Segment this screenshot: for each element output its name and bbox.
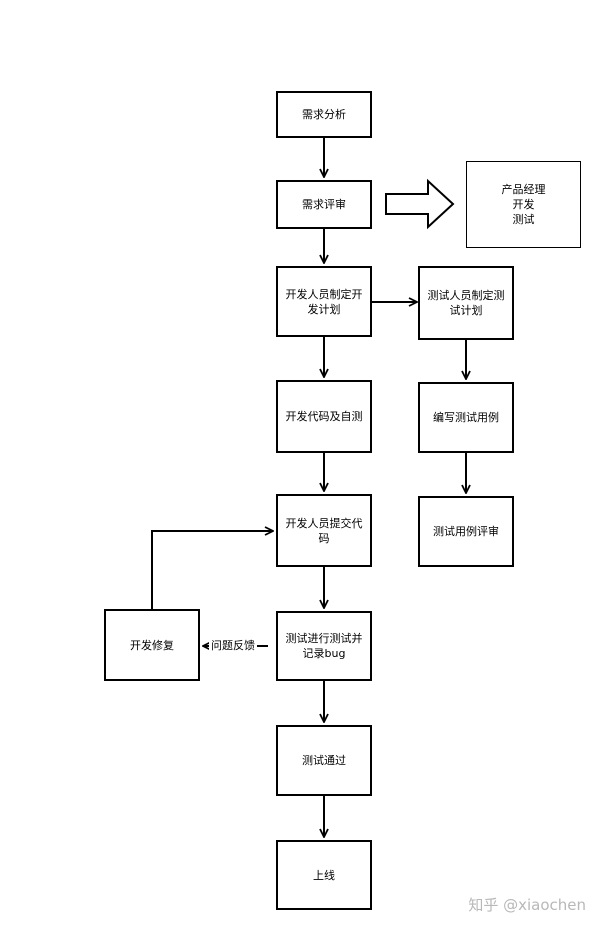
node-roles-line-2: 开发 <box>512 198 535 211</box>
node-dev-fix-label: 开发修复 <box>130 638 174 652</box>
node-dev-code-label: 开发代码及自测 <box>285 410 363 423</box>
node-go-live: 上线 <box>276 840 372 910</box>
node-go-live-label: 上线 <box>313 868 335 882</box>
node-submit-code-label: 开发人员提交代码 <box>285 516 363 545</box>
node-test-record-label: 测试进行测试并记录bug <box>285 632 363 660</box>
node-roles-line-3: 测试 <box>512 213 535 226</box>
node-roles-line-1: 产品经理 <box>501 183 546 196</box>
node-write-cases-label: 编写测试用例 <box>433 411 499 424</box>
node-test-plan-label: 测试人员制定测试计划 <box>427 289 505 317</box>
feedback-edge-label: 问题反馈 <box>209 639 257 653</box>
node-test-pass-label: 测试通过 <box>302 754 346 767</box>
node-requirement-analysis: 需求分析 <box>276 91 372 138</box>
node-test-plan: 测试人员制定测试计划 <box>418 266 514 340</box>
node-dev-code: 开发代码及自测 <box>276 380 372 453</box>
feedback-edge-label-text: 问题反馈 <box>211 639 255 652</box>
arrow-fix-to-submit <box>151 531 273 609</box>
node-requirement-review: 需求评审 <box>276 180 372 229</box>
node-roles: 产品经理 开发 测试 <box>466 161 581 248</box>
block-arrow-review-to-roles <box>385 178 455 230</box>
watermark: 知乎 @xiaochen <box>468 896 586 914</box>
node-write-cases: 编写测试用例 <box>418 382 514 453</box>
node-dev-plan-label: 开发人员制定开发计划 <box>285 287 363 316</box>
node-test-record: 测试进行测试并记录bug <box>276 611 372 681</box>
node-test-pass: 测试通过 <box>276 725 372 796</box>
node-dev-fix: 开发修复 <box>104 609 200 681</box>
node-requirement-analysis-label: 需求分析 <box>302 108 346 121</box>
node-requirement-review-label: 需求评审 <box>302 198 346 211</box>
node-case-review: 测试用例评审 <box>418 496 514 567</box>
node-case-review-label: 测试用例评审 <box>433 525 499 538</box>
node-submit-code: 开发人员提交代码 <box>276 494 372 567</box>
node-dev-plan: 开发人员制定开发计划 <box>276 266 372 337</box>
